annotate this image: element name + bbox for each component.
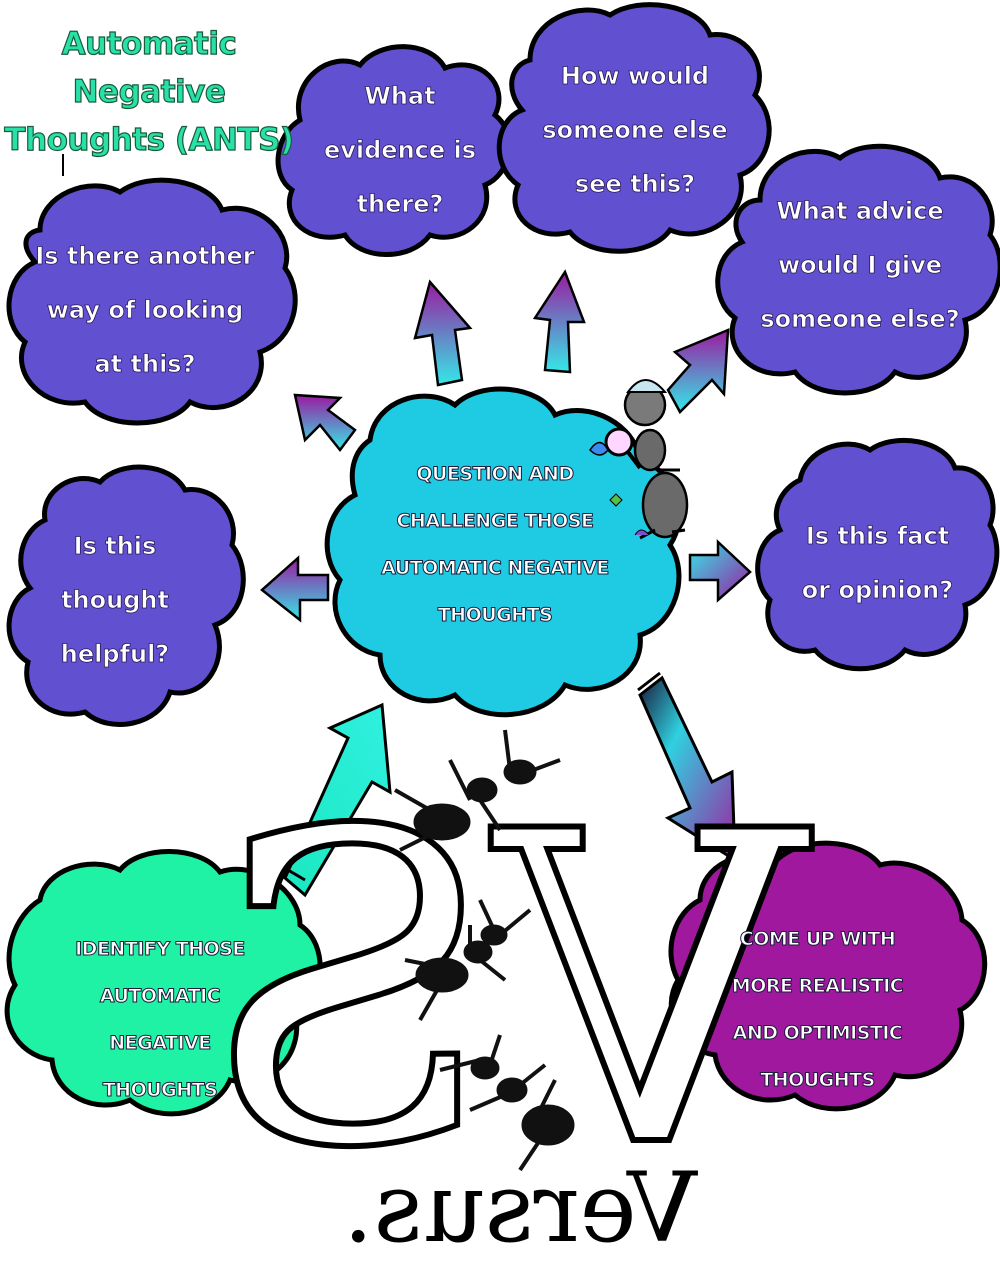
question-someone-else-line: see this? — [574, 170, 696, 199]
question-evidence-line: evidence is — [323, 136, 477, 165]
ant-1 — [394, 729, 561, 852]
question-fact-opinion-line: Is this fact — [805, 521, 950, 550]
arrow-center-to-realistic — [637, 671, 737, 863]
ant-3 — [439, 1034, 575, 1172]
arrow-to-evidence — [413, 279, 473, 387]
arrow-identify-to-center — [283, 702, 392, 898]
realistic-line: Come up with — [739, 928, 896, 951]
realistic-line: more realistic — [731, 975, 904, 998]
arrow-to-advice — [666, 328, 730, 415]
question-someone-else: How would someone else see this? — [520, 45, 750, 215]
arrow-to-someone-else — [532, 269, 586, 374]
text-cursor — [62, 154, 64, 176]
question-another-way-line: way of looking — [46, 296, 244, 325]
question-helpful-line: helpful? — [60, 640, 170, 669]
cloud-someone-else — [496, 2, 772, 254]
question-another-way-line: Is there another — [35, 242, 255, 271]
cloud-another-way — [6, 177, 298, 426]
question-advice-line: someone else? — [760, 305, 960, 334]
title-line-1: Automatic Negative — [61, 25, 237, 110]
center-line: automatic negative — [381, 557, 610, 580]
cloud-advice — [715, 143, 1000, 396]
question-advice-line: would I give — [777, 251, 943, 280]
cloud-center — [324, 386, 682, 718]
cloud-realistic — [668, 840, 988, 1112]
question-another-way: Is there another way of looking at this? — [25, 225, 265, 395]
cloud-helpful — [6, 464, 246, 727]
cloud-identify — [4, 849, 323, 1117]
arrow-to-helpful — [260, 555, 330, 623]
title-line-2: Thoughts (ANTS) — [4, 121, 295, 158]
identify-text: Identify those automatic negative though… — [45, 920, 275, 1120]
butterfly-icon — [589, 441, 609, 456]
question-fact-opinion-line: or opinion? — [801, 575, 954, 604]
diagram-title: Automatic Negative Thoughts (ANTS) — [4, 20, 295, 164]
question-helpful-line: Is this — [73, 532, 157, 561]
cloud-fact-opinion — [755, 437, 1000, 672]
question-someone-else-line: How would — [560, 62, 710, 91]
question-advice: What advice would I give someone else? — [740, 180, 980, 350]
center-line: challenge those — [396, 510, 595, 533]
cartoon-ant-magnifier-icon — [589, 379, 689, 540]
versus-big-letters: VS — [202, 742, 814, 1242]
question-helpful: Is this thought helpful? — [30, 515, 200, 685]
question-evidence-line: What — [364, 82, 436, 111]
identify-line: negative — [109, 1032, 212, 1055]
question-fact-opinion: Is this fact or opinion? — [780, 505, 975, 620]
question-evidence-line: there? — [356, 190, 444, 219]
realistic-text: Come up with more realistic and optimist… — [710, 915, 925, 1105]
flower-icon — [634, 529, 650, 536]
center-line: thoughts — [437, 604, 553, 627]
question-evidence: What evidence is there? — [300, 65, 500, 235]
identify-line: automatic — [99, 985, 221, 1008]
identify-line: thoughts — [102, 1079, 218, 1102]
question-advice-line: What advice — [776, 197, 944, 226]
versus-word: Versus. — [342, 1152, 698, 1264]
versus-letters-graphic: VS — [199, 739, 817, 1245]
realistic-line: thoughts — [760, 1069, 876, 1092]
ant-2 — [404, 899, 532, 1021]
leaf-icon — [609, 493, 623, 507]
center-challenge-text: Question and challenge those automatic n… — [370, 450, 620, 640]
identify-line: Identify those — [75, 938, 246, 961]
realistic-line: and optimistic — [732, 1022, 903, 1045]
question-someone-else-line: someone else — [542, 116, 728, 145]
question-helpful-line: thought — [61, 586, 170, 615]
arrow-to-fact-opinion — [688, 539, 752, 603]
arrow-to-another-way — [293, 393, 357, 453]
cloud-evidence — [275, 44, 512, 257]
center-line: Question and — [416, 463, 575, 486]
question-another-way-line: at this? — [94, 350, 196, 379]
